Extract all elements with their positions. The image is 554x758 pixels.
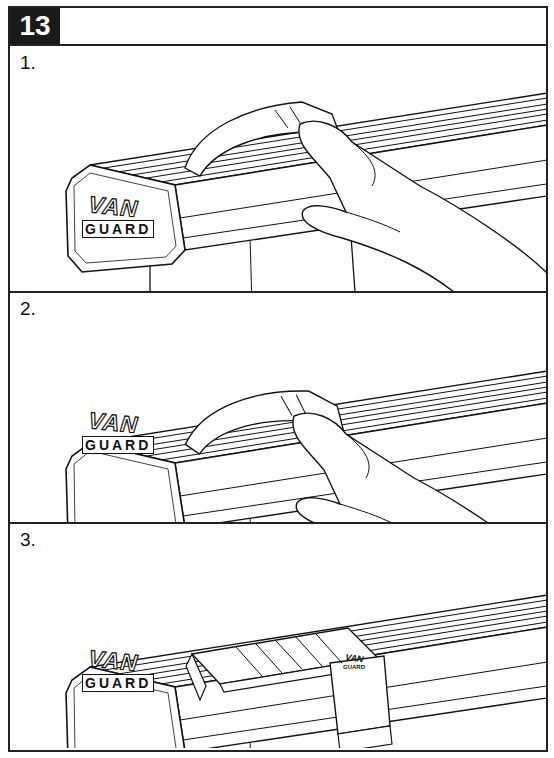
end-cap-logo: GUARD [82, 220, 154, 238]
step-illustration [10, 524, 546, 748]
step-illustration [10, 46, 546, 291]
step-label: 3. [20, 529, 36, 551]
end-cap-logo: GUARD [82, 674, 154, 692]
end-cap-logo: VAN [87, 645, 139, 677]
step-number: 13 [19, 10, 50, 42]
panel-divider [8, 44, 548, 46]
end-cap-logo: GUARD [82, 436, 154, 454]
clip-logo: GUARD [343, 664, 365, 670]
step-label: 1. [20, 52, 36, 74]
panel-divider [8, 291, 548, 293]
step-label: 2. [20, 298, 36, 320]
end-cap-logo: VAN [87, 191, 139, 223]
end-cap-logo: VAN [87, 407, 139, 439]
panel-divider [8, 522, 548, 524]
